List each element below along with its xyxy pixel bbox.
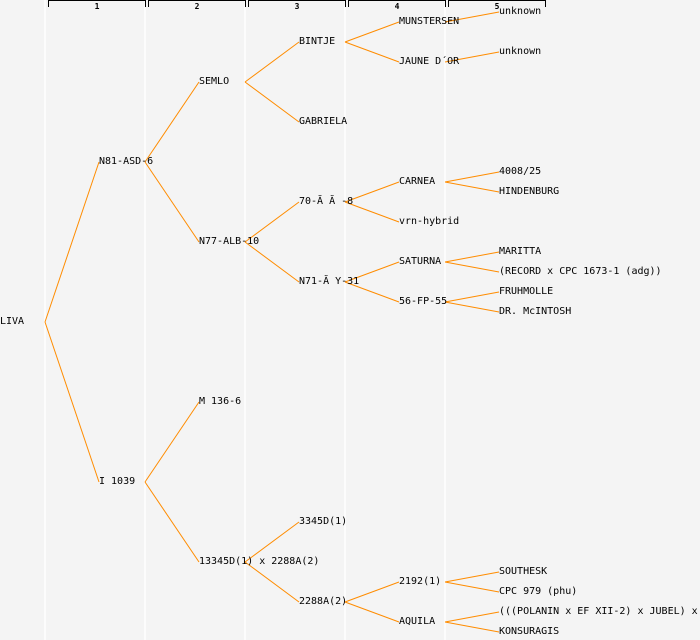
pedigree-link — [44, 161, 100, 323]
pedigree-link — [344, 201, 400, 223]
ancestor-gen-5[interactable]: FRUHMOLLE — [499, 286, 554, 297]
ancestor-gen-4[interactable]: 56-FP-55 — [399, 296, 448, 307]
ancestor-gen-5[interactable]: CPC 979 (phu) — [499, 586, 578, 597]
ancestor-gen-3[interactable]: BINTJE — [299, 36, 336, 47]
pedigree-link — [444, 171, 500, 183]
generation-bracket — [148, 0, 246, 7]
ancestor-gen-4[interactable]: MUNSTERSEN — [399, 16, 460, 27]
ancestor-gen-4[interactable]: SATURNA — [399, 256, 442, 267]
pedigree-link — [144, 401, 200, 483]
generation-number: 4 — [394, 2, 400, 11]
pedigree-link — [444, 251, 500, 263]
ancestor-gen-4[interactable]: 2192(1) — [399, 576, 442, 587]
pedigree-link — [244, 41, 300, 83]
ancestor-gen-2[interactable]: N77-ALB-10 — [199, 236, 260, 247]
pedigree-link — [244, 241, 300, 283]
pedigree-link — [144, 481, 200, 563]
pedigree-link — [144, 81, 200, 163]
pedigree-link — [444, 621, 500, 633]
pedigree-link — [444, 51, 500, 63]
pedigree-link — [344, 261, 400, 283]
pedigree-link — [244, 201, 300, 243]
ancestor-gen-2[interactable]: SEMLO — [199, 76, 230, 87]
pedigree-link — [244, 521, 300, 563]
pedigree-link — [444, 291, 500, 303]
ancestor-gen-5[interactable]: HINDENBURG — [499, 186, 560, 197]
ancestor-gen-5[interactable]: (((POLANIN x EF XII-2) x JUBEL) x — [499, 606, 698, 617]
generation-number: 3 — [294, 2, 300, 11]
pedigree-link — [444, 581, 500, 593]
ancestor-gen-1[interactable]: N81-ASD-6 — [99, 156, 154, 167]
root-variety[interactable]: LIVA — [0, 316, 25, 327]
ancestor-gen-3[interactable]: N71-Ă Y-31 — [299, 276, 360, 287]
ancestor-gen-5[interactable]: KONSURAGIS — [499, 626, 560, 637]
ancestor-gen-2[interactable]: 13345D(1) x 2288A(2) — [199, 556, 320, 567]
pedigree-link — [344, 281, 400, 303]
ancestor-gen-4[interactable]: AQUILA — [399, 616, 436, 627]
pedigree-link — [444, 181, 500, 193]
pedigree-link — [244, 81, 300, 123]
pedigree-link — [344, 41, 400, 63]
pedigree-link — [444, 571, 500, 583]
ancestor-gen-5[interactable]: unknown — [499, 6, 542, 17]
pedigree-link — [444, 261, 500, 273]
generation-number: 5 — [494, 2, 500, 11]
ancestor-gen-5[interactable]: 4008/25 — [499, 166, 542, 177]
ancestor-gen-5[interactable]: unknown — [499, 46, 542, 57]
generation-bracket — [448, 0, 546, 7]
ancestor-gen-1[interactable]: I 1039 — [99, 476, 136, 487]
pedigree-link — [444, 11, 500, 23]
pedigree-link — [344, 181, 400, 203]
generation-bracket — [248, 0, 346, 7]
ancestor-gen-5[interactable]: DR. McINTOSH — [499, 306, 572, 317]
ancestor-gen-3[interactable]: 70-Ă Ă -8 — [299, 196, 354, 207]
pedigree-link — [244, 561, 300, 603]
pedigree-link — [144, 161, 200, 243]
ancestor-gen-3[interactable]: 2288A(2) — [299, 596, 348, 607]
pedigree-link — [444, 301, 500, 313]
ancestor-gen-4[interactable]: JAUNE D´OR — [399, 56, 460, 67]
ancestor-gen-4[interactable]: CARNEA — [399, 176, 436, 187]
ancestor-gen-3[interactable]: 3345D(1) — [299, 516, 348, 527]
generation-bracket — [48, 0, 146, 7]
generation-number: 2 — [194, 2, 200, 11]
ancestor-gen-5[interactable]: MARITTA — [499, 246, 542, 257]
ancestor-gen-5[interactable]: SOUTHESK — [499, 566, 548, 577]
pedigree-link — [344, 21, 400, 43]
ancestor-gen-2[interactable]: M 136-6 — [199, 396, 242, 407]
generation-bracket — [348, 0, 446, 7]
ancestor-gen-5[interactable]: (RECORD x CPC 1673-1 (adg)) — [499, 266, 662, 277]
generation-number: 1 — [94, 2, 100, 11]
pedigree-link — [344, 581, 400, 603]
pedigree-link — [44, 321, 100, 483]
ancestor-gen-3[interactable]: GABRIELA — [299, 116, 348, 127]
ancestor-gen-4[interactable]: vrn-hybrid — [399, 216, 460, 227]
pedigree-link — [444, 611, 500, 623]
pedigree-link — [344, 601, 400, 623]
